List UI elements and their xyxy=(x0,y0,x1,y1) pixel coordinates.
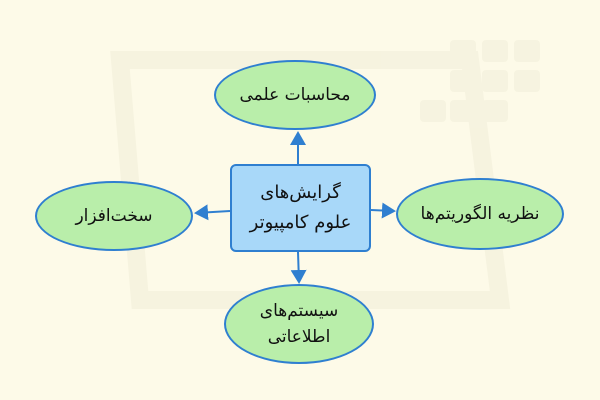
node-algorithm-theory: نظریه الگوریتم‌ها xyxy=(396,178,564,250)
node-left-label: سخت‌افزار xyxy=(75,206,153,226)
node-top-label: محاسبات علمی xyxy=(239,85,351,105)
node-right-label: نظریه الگوریتم‌ها xyxy=(420,204,540,224)
node-center-label: گرایش‌های علوم کامپیوتر xyxy=(249,182,352,233)
node-hardware: سخت‌افزار xyxy=(35,181,193,251)
node-center-cs-fields: گرایش‌های علوم کامپیوتر xyxy=(230,164,371,252)
connector-bottom xyxy=(290,251,307,284)
node-bottom-label: سیستم‌های اطلاعاتی xyxy=(259,301,339,347)
node-information-systems: سیستم‌های اطلاعاتی xyxy=(224,284,374,364)
connector-right xyxy=(370,202,396,219)
connector-left xyxy=(194,204,231,221)
node-scientific-computing: محاسبات علمی xyxy=(214,60,376,130)
